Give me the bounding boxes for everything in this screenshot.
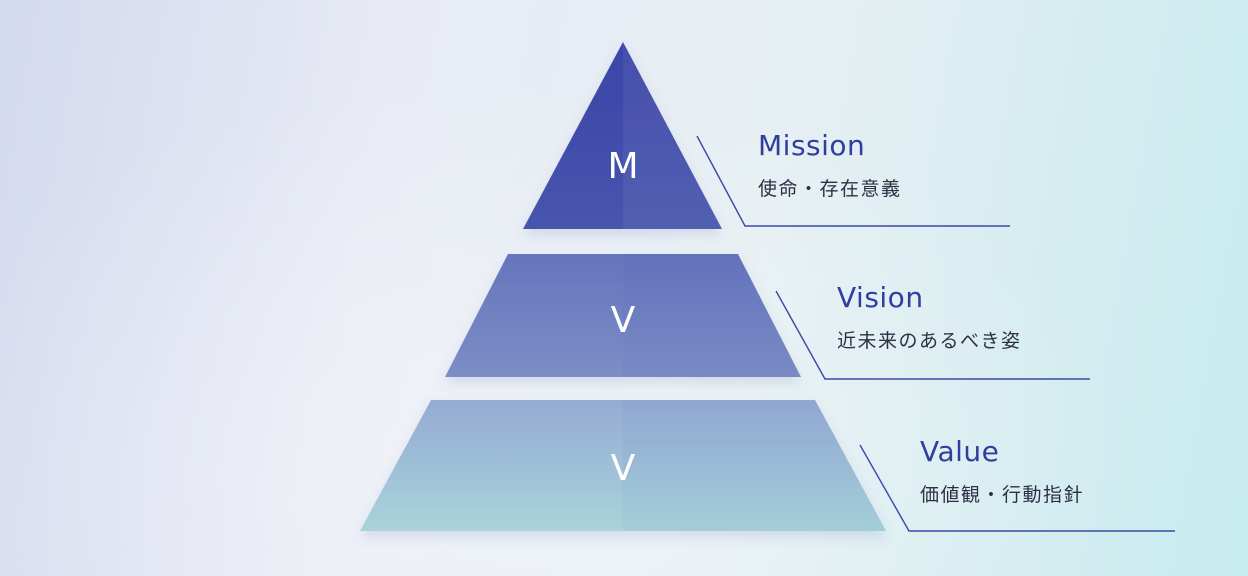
vision-leader-line bbox=[775, 290, 1090, 380]
value-trapezoid-shade bbox=[623, 400, 886, 531]
vision-layer: V bbox=[445, 254, 801, 377]
vision-title: Vision bbox=[837, 281, 924, 314]
mission-title: Mission bbox=[758, 129, 865, 162]
vision-letter: V bbox=[611, 300, 636, 341]
value-trapezoid bbox=[360, 400, 886, 531]
value-letter: V bbox=[611, 448, 636, 489]
vision-trapezoid bbox=[445, 254, 801, 377]
value-layer: V bbox=[360, 400, 886, 531]
mission-subtitle: 使命・存在意義 bbox=[758, 178, 902, 200]
mission-leader-line bbox=[696, 135, 1010, 227]
vision-trapezoid-shade bbox=[623, 254, 801, 377]
mission-layer: M bbox=[523, 42, 722, 229]
value-title: Value bbox=[920, 435, 999, 468]
mission-triangle bbox=[523, 42, 722, 229]
value-leader-line bbox=[859, 444, 1175, 532]
mission-triangle-shade bbox=[623, 42, 722, 229]
mission-letter: M bbox=[607, 146, 638, 187]
value-subtitle: 価値観・行動指針 bbox=[920, 484, 1084, 506]
vision-subtitle: 近未来のあるべき姿 bbox=[837, 330, 1022, 352]
